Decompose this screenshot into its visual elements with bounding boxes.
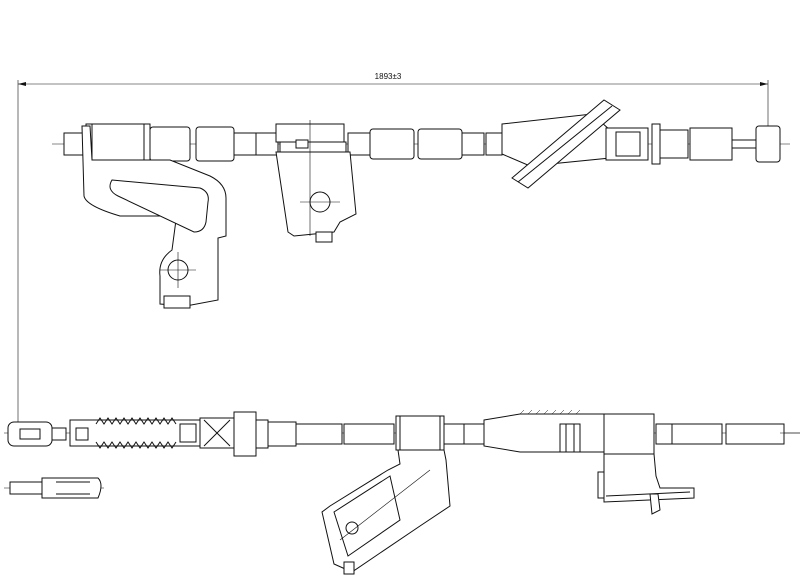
bottom-cable-segments: [295, 423, 785, 445]
bottom-center-bracket: [321, 415, 451, 575]
bottom-right-bracket: [597, 413, 695, 515]
bottom-spring-boot: [69, 417, 201, 449]
top-cable-segments: [63, 126, 503, 162]
bottom-view: [4, 409, 800, 575]
bottom-left-end-eye: [7, 421, 67, 447]
top-middle-bracket: [275, 120, 357, 243]
bottom-conical-sleeve: [483, 409, 605, 453]
bottom-hex-nut: [199, 411, 297, 457]
overall-length-dimension: 1893±3: [17, 72, 769, 432]
terminal-detail: [4, 477, 104, 499]
overall-length-label: 1893±3: [375, 72, 402, 81]
top-grommet: [501, 99, 621, 189]
top-view: [52, 99, 790, 309]
top-left-bracket: [81, 123, 227, 309]
bottom-right-end: [655, 423, 800, 445]
top-right-end-fitting: [605, 123, 781, 165]
